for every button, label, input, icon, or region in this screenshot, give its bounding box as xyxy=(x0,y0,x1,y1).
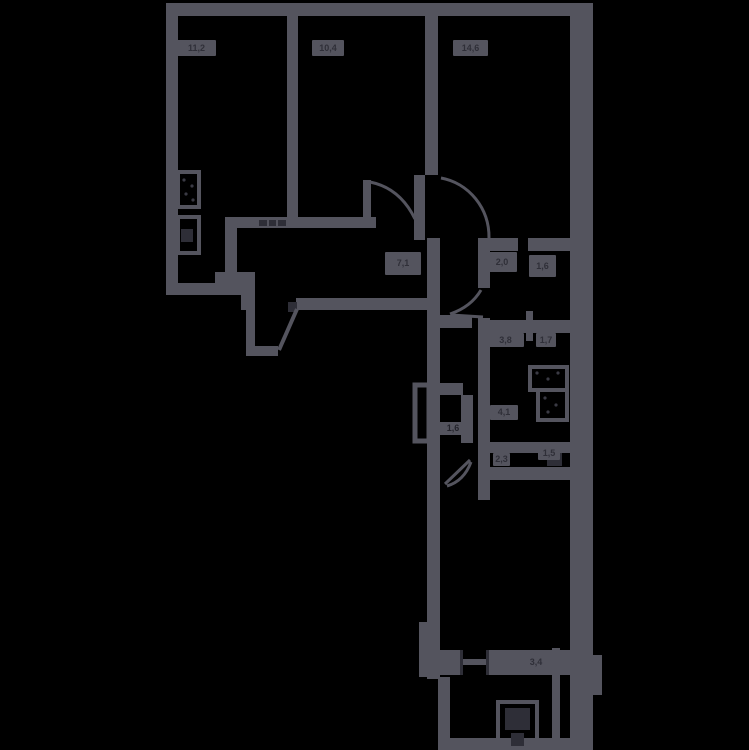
area-label-storage: 4,1 xyxy=(490,405,518,420)
sink-square xyxy=(181,229,193,242)
area-label-room-top-right: 14,6 xyxy=(453,40,488,56)
appendage-inner-2 xyxy=(511,733,524,746)
wall-closet-side xyxy=(461,395,473,443)
wall-topright-room-bottom xyxy=(478,238,593,251)
area-label-small-room-a: 2,0 xyxy=(487,252,517,272)
balcony-door-jamb-2 xyxy=(486,650,489,675)
wall-mark-2 xyxy=(269,220,276,226)
area-label-closet: 1,6 xyxy=(439,422,467,435)
walls xyxy=(166,3,602,750)
entry-door-leaf xyxy=(277,308,299,351)
area-label-room-top-left: 11,2 xyxy=(177,40,216,56)
door-leaf-bathroom xyxy=(450,313,484,319)
wall-left xyxy=(166,3,178,295)
appendage-inner xyxy=(505,708,530,730)
balcony-appendage xyxy=(496,700,539,750)
wall-right-bump xyxy=(593,655,602,695)
vent-shaft-2 xyxy=(536,388,569,422)
wall-room-divider xyxy=(287,16,298,222)
area-label-shaft: 1,5 xyxy=(538,446,560,460)
door-leaf-bottom-room xyxy=(443,458,472,486)
wall-corridor-right-b xyxy=(478,318,490,500)
wall-mark-3 xyxy=(278,220,286,226)
fixtures xyxy=(176,170,569,750)
wall-hall-bottom xyxy=(296,298,433,310)
area-label-balcony: 3,4 xyxy=(520,655,552,669)
kitchen-fixture-1 xyxy=(176,170,201,209)
area-label-room-top-middle: 10,4 xyxy=(312,40,344,56)
exterior-shaft-box xyxy=(412,382,432,444)
wall-stub xyxy=(526,311,533,341)
doors xyxy=(277,176,491,488)
area-label-niche: 2,3 xyxy=(493,453,510,466)
area-label-hallway: 7,1 xyxy=(385,252,421,275)
wall-left-bump xyxy=(419,622,427,677)
wall-closet-top xyxy=(440,383,463,395)
wall-hall-corner xyxy=(225,217,237,273)
wall-top xyxy=(166,3,593,16)
balcony-door-sill xyxy=(462,659,488,665)
door-leaf-middle-room xyxy=(363,180,371,218)
kitchen-fixture-2 xyxy=(176,215,201,255)
wall-column-left-upper xyxy=(425,16,438,175)
area-label-bathroom: 3,8 xyxy=(487,333,524,347)
door-arc-bottom-room xyxy=(446,461,473,488)
balcony-door-jamb-1 xyxy=(460,650,463,675)
door-arc-middle-room xyxy=(369,180,417,220)
wall-right xyxy=(570,16,593,750)
door-arc-bathroom xyxy=(449,289,483,316)
wall-smallrooms-3 xyxy=(483,467,575,480)
wall-balcony-top-a xyxy=(440,650,462,675)
wall-corridor-threshold xyxy=(435,315,472,328)
wall-column-left-lower xyxy=(427,238,440,679)
wall-entry-vertical xyxy=(246,310,255,346)
wall-entry-step xyxy=(241,291,255,310)
area-label-duct: 1,7 xyxy=(536,333,556,347)
wall-notch xyxy=(518,238,528,251)
wall-mark-1 xyxy=(259,220,267,226)
entry-door-hinge xyxy=(288,302,297,312)
area-label-small-room-b: 1,6 xyxy=(529,255,556,277)
wall-hall-top xyxy=(225,217,376,228)
wall-door-pillar xyxy=(414,175,425,240)
hatch-dots xyxy=(182,178,560,414)
wall-entry-block xyxy=(215,272,255,291)
wall-balcony-left xyxy=(438,677,450,750)
door-arc-column xyxy=(440,176,491,239)
wall-balcony-divider xyxy=(552,648,560,750)
wall-entry-bottom xyxy=(246,346,278,356)
